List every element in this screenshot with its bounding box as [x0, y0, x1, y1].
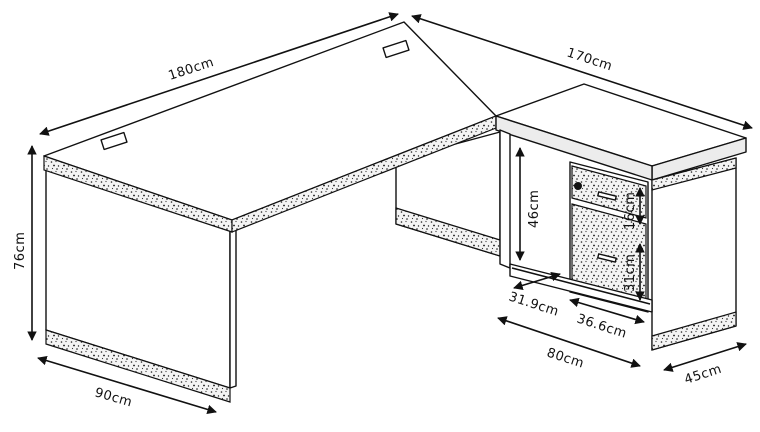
dim-line-shelf-depth [513, 271, 561, 291]
label-inner-height: 46cm [527, 190, 542, 228]
label-drawer-bottom: 31cm [623, 254, 638, 292]
dim-line-top-length [39, 12, 399, 136]
return-inner-frame [499, 129, 511, 269]
label-height: 76cm [13, 232, 28, 270]
dim-line-return-length [411, 14, 753, 130]
left-panel-side [229, 225, 237, 389]
label-drawer-width: 36.6cm [575, 312, 629, 342]
dim-line-left-depth [37, 355, 217, 415]
drawer-top [571, 165, 647, 219]
label-drawer-top: 16cm [623, 192, 638, 230]
dim-line-cabinet-depth [663, 342, 747, 372]
label-return-length: 170cm [565, 46, 614, 75]
label-top-length: 180cm [167, 55, 216, 84]
drawer-handle-top [597, 191, 617, 201]
return-top-underside [651, 157, 737, 191]
label-cabinet-depth: 45cm [683, 362, 724, 388]
drawer-handle-bottom [597, 253, 617, 263]
dim-line-cabinet-width [497, 316, 641, 368]
label-left-depth: 90cm [93, 385, 134, 410]
label-cabinet-width: 80cm [545, 346, 586, 372]
cable-grommet-front [100, 131, 128, 151]
return-end-panel-foot [651, 311, 737, 351]
lock-icon [574, 182, 582, 190]
label-shelf-depth: 31.9cm [507, 290, 561, 320]
